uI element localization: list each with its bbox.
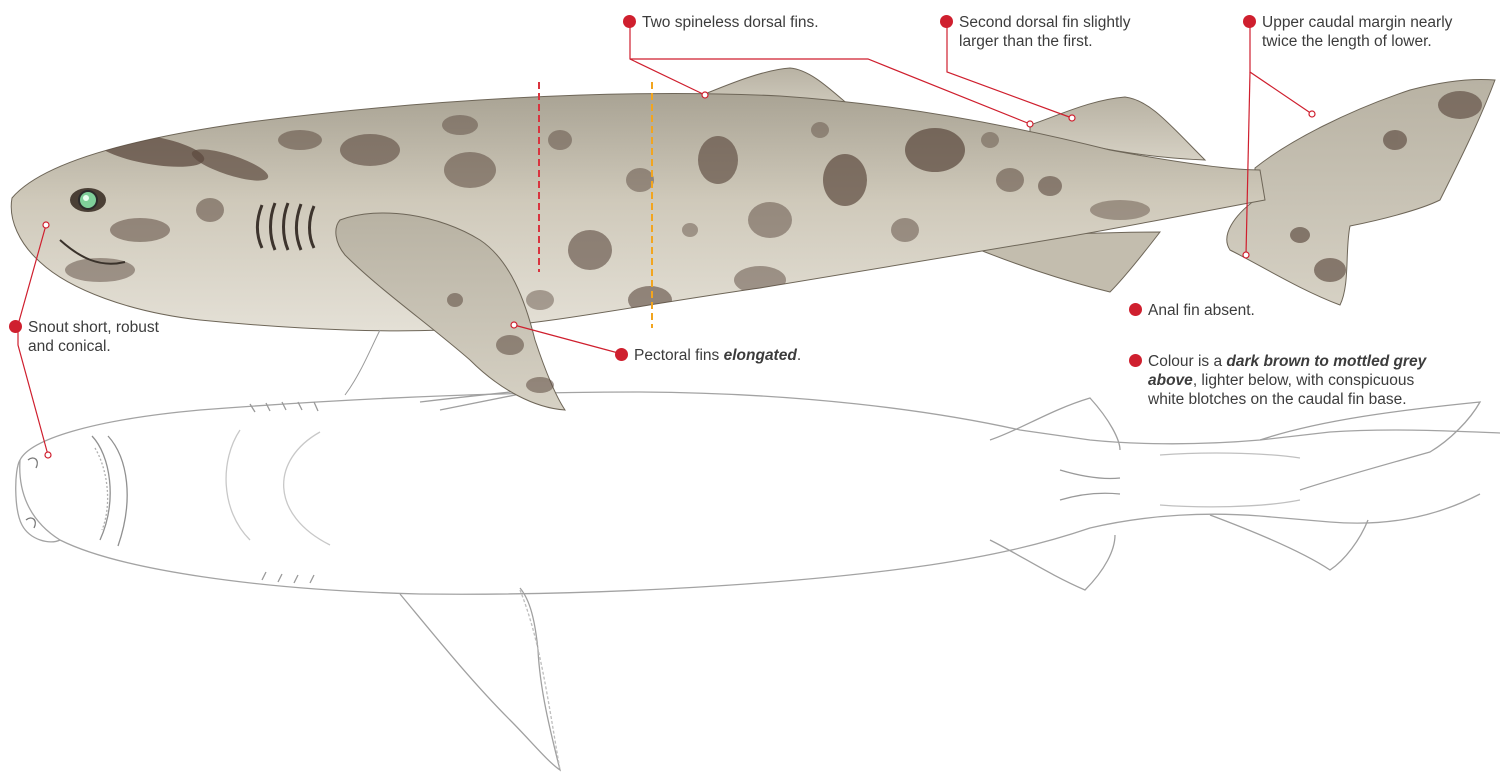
marker-dot-icon — [1243, 15, 1256, 28]
marker-dot-icon — [9, 320, 22, 333]
label-dorsal-fins: Two spineless dorsal fins. — [623, 13, 819, 32]
label-snout: Snout short, robust and conical. — [9, 318, 159, 356]
marker-dot-icon — [615, 348, 628, 361]
label-upper-caudal: Upper caudal margin nearly twice the len… — [1243, 13, 1452, 51]
marker-dot-icon — [1129, 354, 1142, 367]
marker-dot-icon — [940, 15, 953, 28]
label-pectoral: Pectoral fins elongated. — [615, 346, 801, 365]
label-second-dorsal: Second dorsal fin slightly larger than t… — [940, 13, 1130, 51]
label-anal-fin: Anal fin absent. — [1129, 301, 1255, 320]
marker-dot-icon — [1129, 303, 1142, 316]
label-colour: Colour is a dark brown to mottled grey a… — [1129, 352, 1426, 409]
marker-dot-icon — [623, 15, 636, 28]
shark-ventral-illustration — [16, 388, 1500, 770]
